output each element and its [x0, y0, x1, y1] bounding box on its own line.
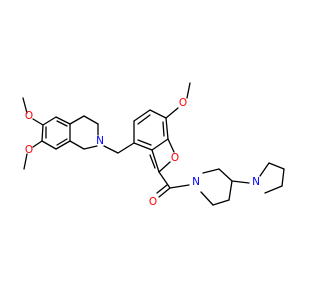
tetrahydroisoquinoline-saturated-ring: [69, 115, 99, 150]
methylene-linker: [103, 142, 135, 154]
dimethoxy-substituents: [22, 97, 44, 170]
oxygen-atom-label: O: [149, 196, 157, 208]
nitrogen-atom-label: N: [252, 176, 260, 188]
tetrahydroisoquinoline-benzene-ring: [41, 116, 71, 150]
oxygen-atom-label: O: [171, 152, 179, 164]
atom-labels: O O N O O O N N: [25, 97, 260, 208]
piperidine-pyrrolidine-link: [231, 180, 250, 184]
furan-ring: [149, 138, 175, 173]
oxygen-atom-label: O: [25, 144, 33, 156]
molecule-structure-diagram: O O N O O O N N: [0, 0, 300, 300]
pyrrolidine-ring: [259, 162, 285, 194]
benzofuran-methoxy-substituent: [165, 82, 191, 119]
oxygen-atom-label: O: [25, 110, 33, 122]
nitrogen-atom-label: N: [192, 176, 200, 188]
nitrogen-atom-label: N: [96, 135, 104, 147]
oxygen-atom-label: O: [179, 97, 187, 109]
benzofuran-benzene-ring: [133, 109, 169, 151]
diagram-background: [0, 0, 300, 300]
piperidine-ring: [200, 168, 233, 206]
amide-carbonyl: [156, 171, 190, 198]
